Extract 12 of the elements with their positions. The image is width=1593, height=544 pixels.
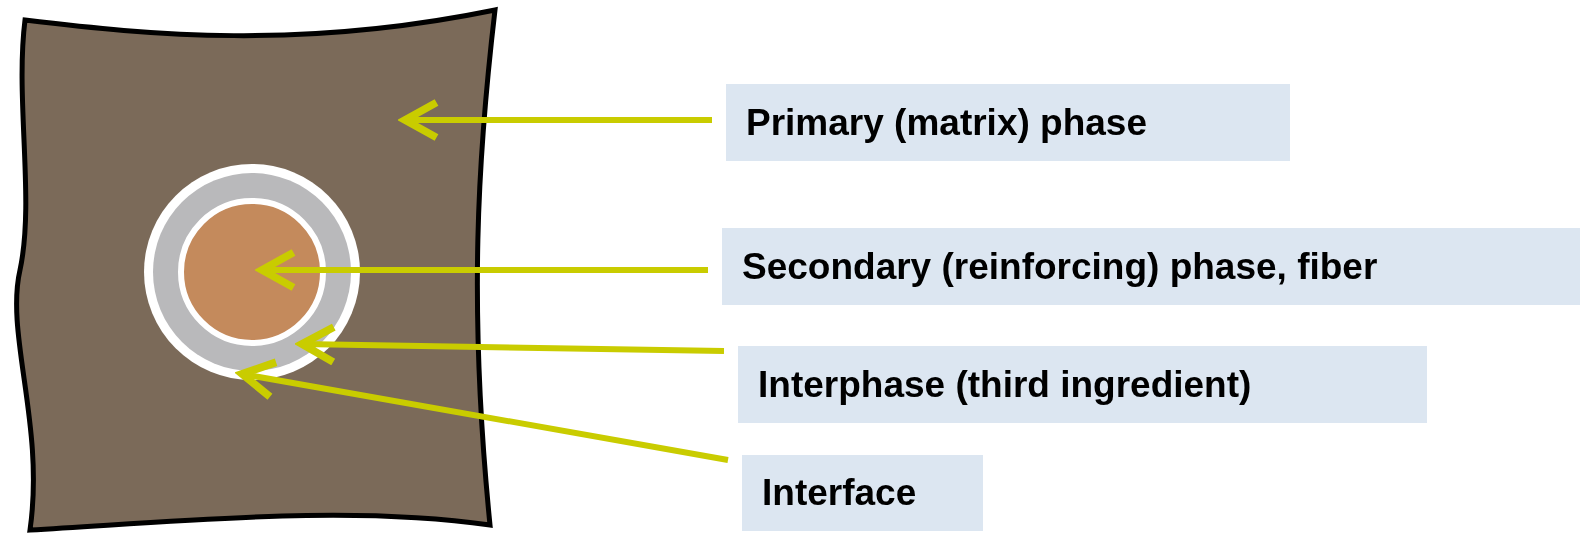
label-box	[726, 84, 1290, 161]
leader-arrow	[258, 248, 708, 292]
label-box	[738, 346, 1427, 423]
label-box	[722, 228, 1580, 305]
leader-arrow	[401, 98, 712, 142]
leader-arrow	[238, 358, 729, 463]
label-text: Interface	[762, 472, 917, 514]
leader-arrow	[298, 323, 725, 366]
label-text: Primary (matrix) phase	[746, 101, 1147, 144]
label-box	[742, 455, 983, 531]
label-text: Interphase (third ingredient)	[758, 363, 1252, 406]
label-text: Secondary (reinforcing) phase, fiber	[742, 245, 1378, 288]
